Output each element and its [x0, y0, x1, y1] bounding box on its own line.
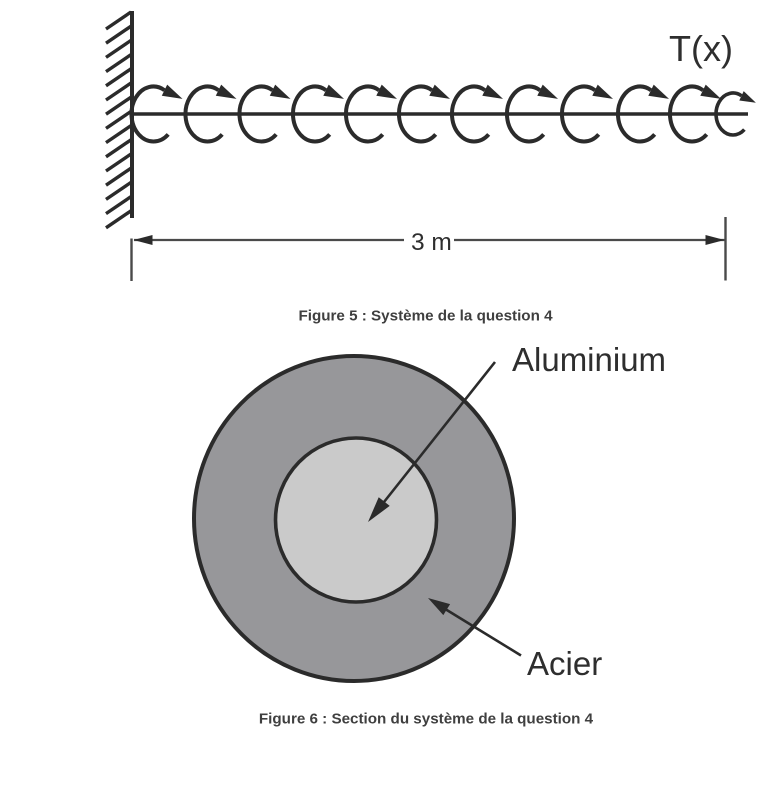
svg-text:Figure 5 : Système de la quest: Figure 5 : Système de la question 4: [298, 308, 553, 325]
svg-text:3 m: 3 m: [411, 229, 452, 256]
svg-text:Figure 6 : Section du système: Figure 6 : Section du système de la ques…: [259, 711, 594, 728]
svg-text:Acier: Acier: [527, 645, 602, 682]
svg-text:T(x): T(x): [669, 28, 733, 69]
svg-text:Aluminium: Aluminium: [512, 341, 666, 378]
